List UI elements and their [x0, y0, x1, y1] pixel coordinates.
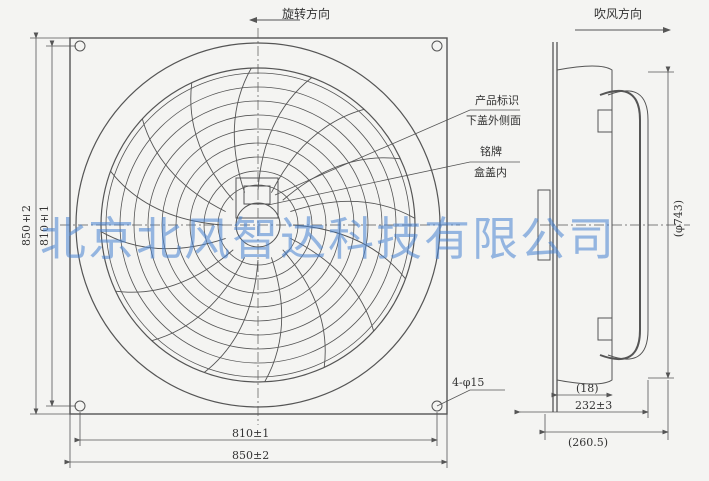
guard-spoke — [110, 170, 224, 226]
guard-spoke — [282, 157, 401, 201]
dim-850-horizontal: 850±2 — [232, 449, 270, 462]
product-id-leader — [274, 109, 520, 196]
dim-diameter: (φ743) — [672, 200, 685, 238]
corner-hole — [431, 40, 443, 52]
guard-spoke — [115, 249, 234, 293]
guard-spoke — [151, 257, 246, 342]
guard-spoke — [233, 67, 252, 193]
rotation-direction-label: 旋转方向 — [282, 7, 331, 21]
guard-spoke — [190, 82, 234, 201]
dim-18: (18) — [576, 382, 599, 395]
guard-spoke — [264, 257, 283, 383]
side-view — [537, 42, 690, 412]
mount-bracket-top — [597, 109, 613, 133]
side-dimensions — [514, 380, 669, 440]
motor-hub — [235, 177, 279, 219]
guard-spoke — [257, 77, 313, 191]
note-nameplate-line1: 铭牌 — [480, 145, 502, 158]
corner-hole — [431, 400, 443, 412]
note-nameplate-line2: 盒盖内 — [474, 166, 507, 179]
terminal-box — [243, 185, 271, 205]
dim-810-horizontal: 810±1 — [232, 427, 270, 440]
guard-spoke — [290, 237, 375, 332]
hole-dimension: 4-φ15 — [452, 376, 485, 389]
front-view — [60, 28, 460, 425]
corner-hole — [74, 40, 86, 52]
airflow-direction-label: 吹风方向 — [594, 7, 643, 21]
guard-spoke — [282, 249, 326, 368]
front-dimensions — [30, 32, 520, 468]
mount-bracket-bottom — [597, 317, 613, 341]
nameplate-leader — [267, 161, 520, 206]
guard-spoke — [141, 118, 226, 213]
guard-spoke — [100, 231, 226, 250]
guard-spoke — [203, 259, 259, 373]
dim-232: 232±3 — [575, 399, 613, 412]
dim-850-vertical: 850±2 — [20, 205, 33, 246]
dim-260: (260.5) — [568, 436, 609, 449]
guard-spoke — [270, 108, 365, 193]
guard-spokes — [100, 67, 416, 383]
guard-spoke — [290, 200, 416, 219]
note-product-id-line1: 产品标识 — [475, 94, 519, 107]
corner-hole — [74, 400, 86, 412]
note-product-id-line2: 下盖外侧面 — [466, 114, 521, 127]
mounting-plate — [69, 37, 448, 415]
hole-leader — [436, 389, 505, 407]
company-watermark: 北京北风智达科技有限公司 — [40, 212, 616, 266]
guard-spoke — [292, 224, 406, 280]
